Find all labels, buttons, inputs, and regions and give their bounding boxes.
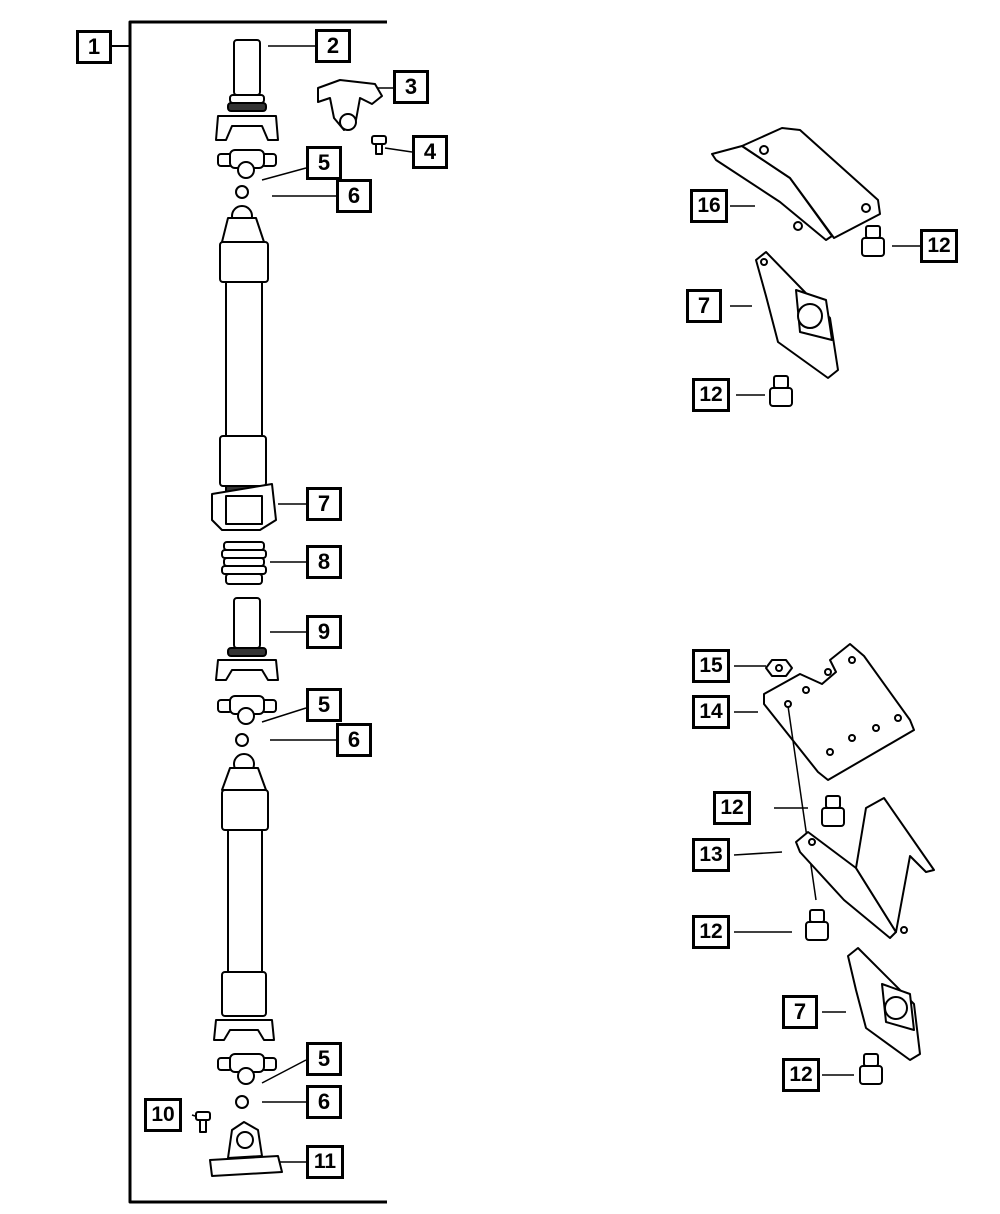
- callout-9: 9: [306, 615, 342, 649]
- callout-12: 12: [692, 378, 730, 412]
- center-bearing-part: [211, 483, 277, 531]
- callout-6: 6: [306, 1085, 342, 1119]
- flange-yoke-rear: [209, 1121, 283, 1177]
- callout-4: 4: [412, 135, 448, 169]
- bolt: [861, 225, 885, 257]
- callout-3: 3: [393, 70, 429, 104]
- bolt: [805, 909, 829, 941]
- callout-15: 15: [692, 649, 730, 683]
- callout-1: 1: [76, 30, 112, 64]
- callout-7: 7: [306, 487, 342, 521]
- slip-yoke-shaft: [215, 39, 279, 141]
- callout-16: 16: [690, 189, 728, 223]
- callout-2: 2: [315, 29, 351, 63]
- center-bearing-bracket: [755, 251, 839, 379]
- callout-5: 5: [306, 1042, 342, 1076]
- callout-5: 5: [306, 146, 342, 180]
- bolt-small: [371, 135, 387, 155]
- mount-bracket-upper: [711, 127, 881, 241]
- nut: [765, 659, 793, 677]
- callout-7: 7: [782, 995, 818, 1029]
- mount-bracket-lower: [795, 797, 935, 939]
- bolt: [859, 1053, 883, 1085]
- snap-ring: [235, 733, 249, 747]
- crossmember-plate: [763, 643, 915, 781]
- center-bearing-bracket-lower: [847, 947, 921, 1061]
- callout-12: 12: [692, 915, 730, 949]
- rear-tube: [213, 753, 275, 1041]
- snap-ring: [235, 1095, 249, 1109]
- front-tube: [219, 205, 269, 495]
- bolt: [769, 375, 793, 407]
- callout-12: 12: [782, 1058, 820, 1092]
- snap-ring: [235, 185, 249, 199]
- dust-boot: [221, 541, 267, 585]
- callout-7: 7: [686, 289, 722, 323]
- callout-5: 5: [306, 688, 342, 722]
- callout-12: 12: [713, 791, 751, 825]
- bolt-small: [195, 1111, 211, 1133]
- callout-10: 10: [144, 1098, 182, 1132]
- universal-joint-top: [217, 149, 277, 179]
- bolt: [821, 795, 845, 827]
- callout-6: 6: [336, 723, 372, 757]
- universal-joint-bottom: [217, 1053, 277, 1085]
- callout-13: 13: [692, 838, 730, 872]
- callout-8: 8: [306, 545, 342, 579]
- assembly-bracket: [128, 20, 387, 1204]
- callout-12: 12: [920, 229, 958, 263]
- midship-yoke-shaft: [215, 597, 279, 681]
- universal-joint-middle: [217, 695, 277, 725]
- callout-6: 6: [336, 179, 372, 213]
- flange-yoke-part: [317, 79, 383, 131]
- callout-14: 14: [692, 695, 730, 729]
- callout-11: 11: [306, 1145, 344, 1179]
